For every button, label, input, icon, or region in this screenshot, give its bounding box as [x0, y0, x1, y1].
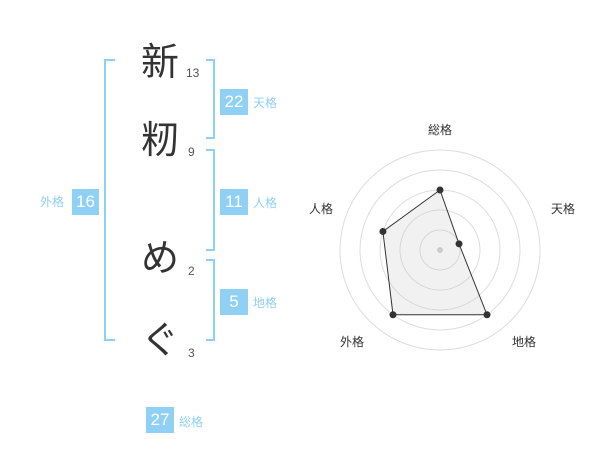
radar-grid-ring — [399, 209, 481, 291]
radar-series-polygon — [382, 189, 488, 316]
radar-point-2 — [455, 240, 463, 248]
radar-point-1 — [436, 186, 444, 194]
radar-label-tenkaku: 天格 — [551, 202, 576, 216]
stroke-count-3: 2 — [188, 264, 195, 278]
gaikaku-value: 16 — [72, 189, 99, 215]
stroke-count-4: 3 — [188, 346, 195, 360]
soukaku-label: 総格 — [179, 415, 204, 429]
radar-label-soukaku: 総格 — [428, 123, 453, 137]
jinkaku-value: 11 — [220, 189, 248, 215]
radar-label-chikaku: 地格 — [512, 335, 537, 349]
radar-grid-ring — [359, 169, 521, 331]
tenkaku-label: 天格 — [253, 96, 278, 110]
chikaku-label: 地格 — [253, 296, 278, 310]
radar-point-3 — [483, 311, 491, 319]
gaikaku-label: 外格 — [40, 195, 65, 209]
name-char-1: 新 — [140, 40, 179, 84]
name-char-3: め — [140, 236, 179, 280]
stroke-count-2: 9 — [188, 145, 195, 159]
radar-grid-ring — [339, 149, 541, 351]
radar-grid-ring — [419, 229, 461, 271]
gaikaku-bracket — [104, 59, 115, 341]
jinkaku-bracket — [206, 149, 215, 251]
soukaku-value: 27 — [146, 407, 174, 433]
chikaku-bracket — [206, 259, 215, 341]
radar-point-4 — [389, 311, 397, 319]
radar-center-dot — [437, 247, 443, 253]
radar-point-5 — [379, 227, 387, 235]
radar-label-gaikaku: 外格 — [340, 335, 365, 349]
radar-label-jinkaku: 人格 — [309, 202, 334, 216]
chikaku-value: 5 — [220, 289, 248, 315]
tenkaku-bracket — [206, 59, 215, 139]
stroke-count-1: 13 — [186, 66, 200, 80]
tenkaku-value: 22 — [220, 89, 248, 115]
name-char-2: 籾 — [140, 118, 179, 162]
name-char-4: ぐ — [140, 318, 179, 362]
jinkaku-label: 人格 — [253, 196, 278, 210]
